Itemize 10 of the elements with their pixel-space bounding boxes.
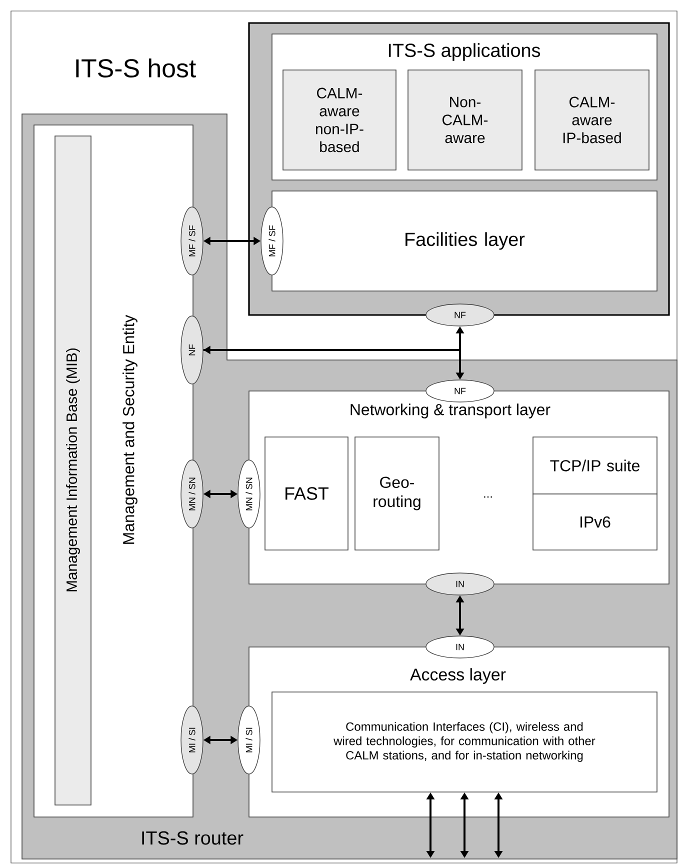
database-bar: Management Information Base (MIB) <box>54 136 92 806</box>
interfaces-box: Communication Interfaces (CI), wireless and wired technologies, for communication with other CALM stations, and for in-station networking <box>272 692 658 792</box>
application-box: Non-CALM-aware <box>408 70 522 170</box>
application-box: CALM-aware non-IP-based <box>282 70 396 170</box>
protocol-box: Geo-routing <box>354 436 440 550</box>
application-box: CALM-aware IP-based <box>534 70 650 170</box>
protocol-box: IPv6 <box>532 494 658 550</box>
protocol-box: TCP/IP suite <box>532 436 658 494</box>
ellipsis-label: ... <box>484 496 492 498</box>
protocol-box: FAST <box>264 436 348 550</box>
